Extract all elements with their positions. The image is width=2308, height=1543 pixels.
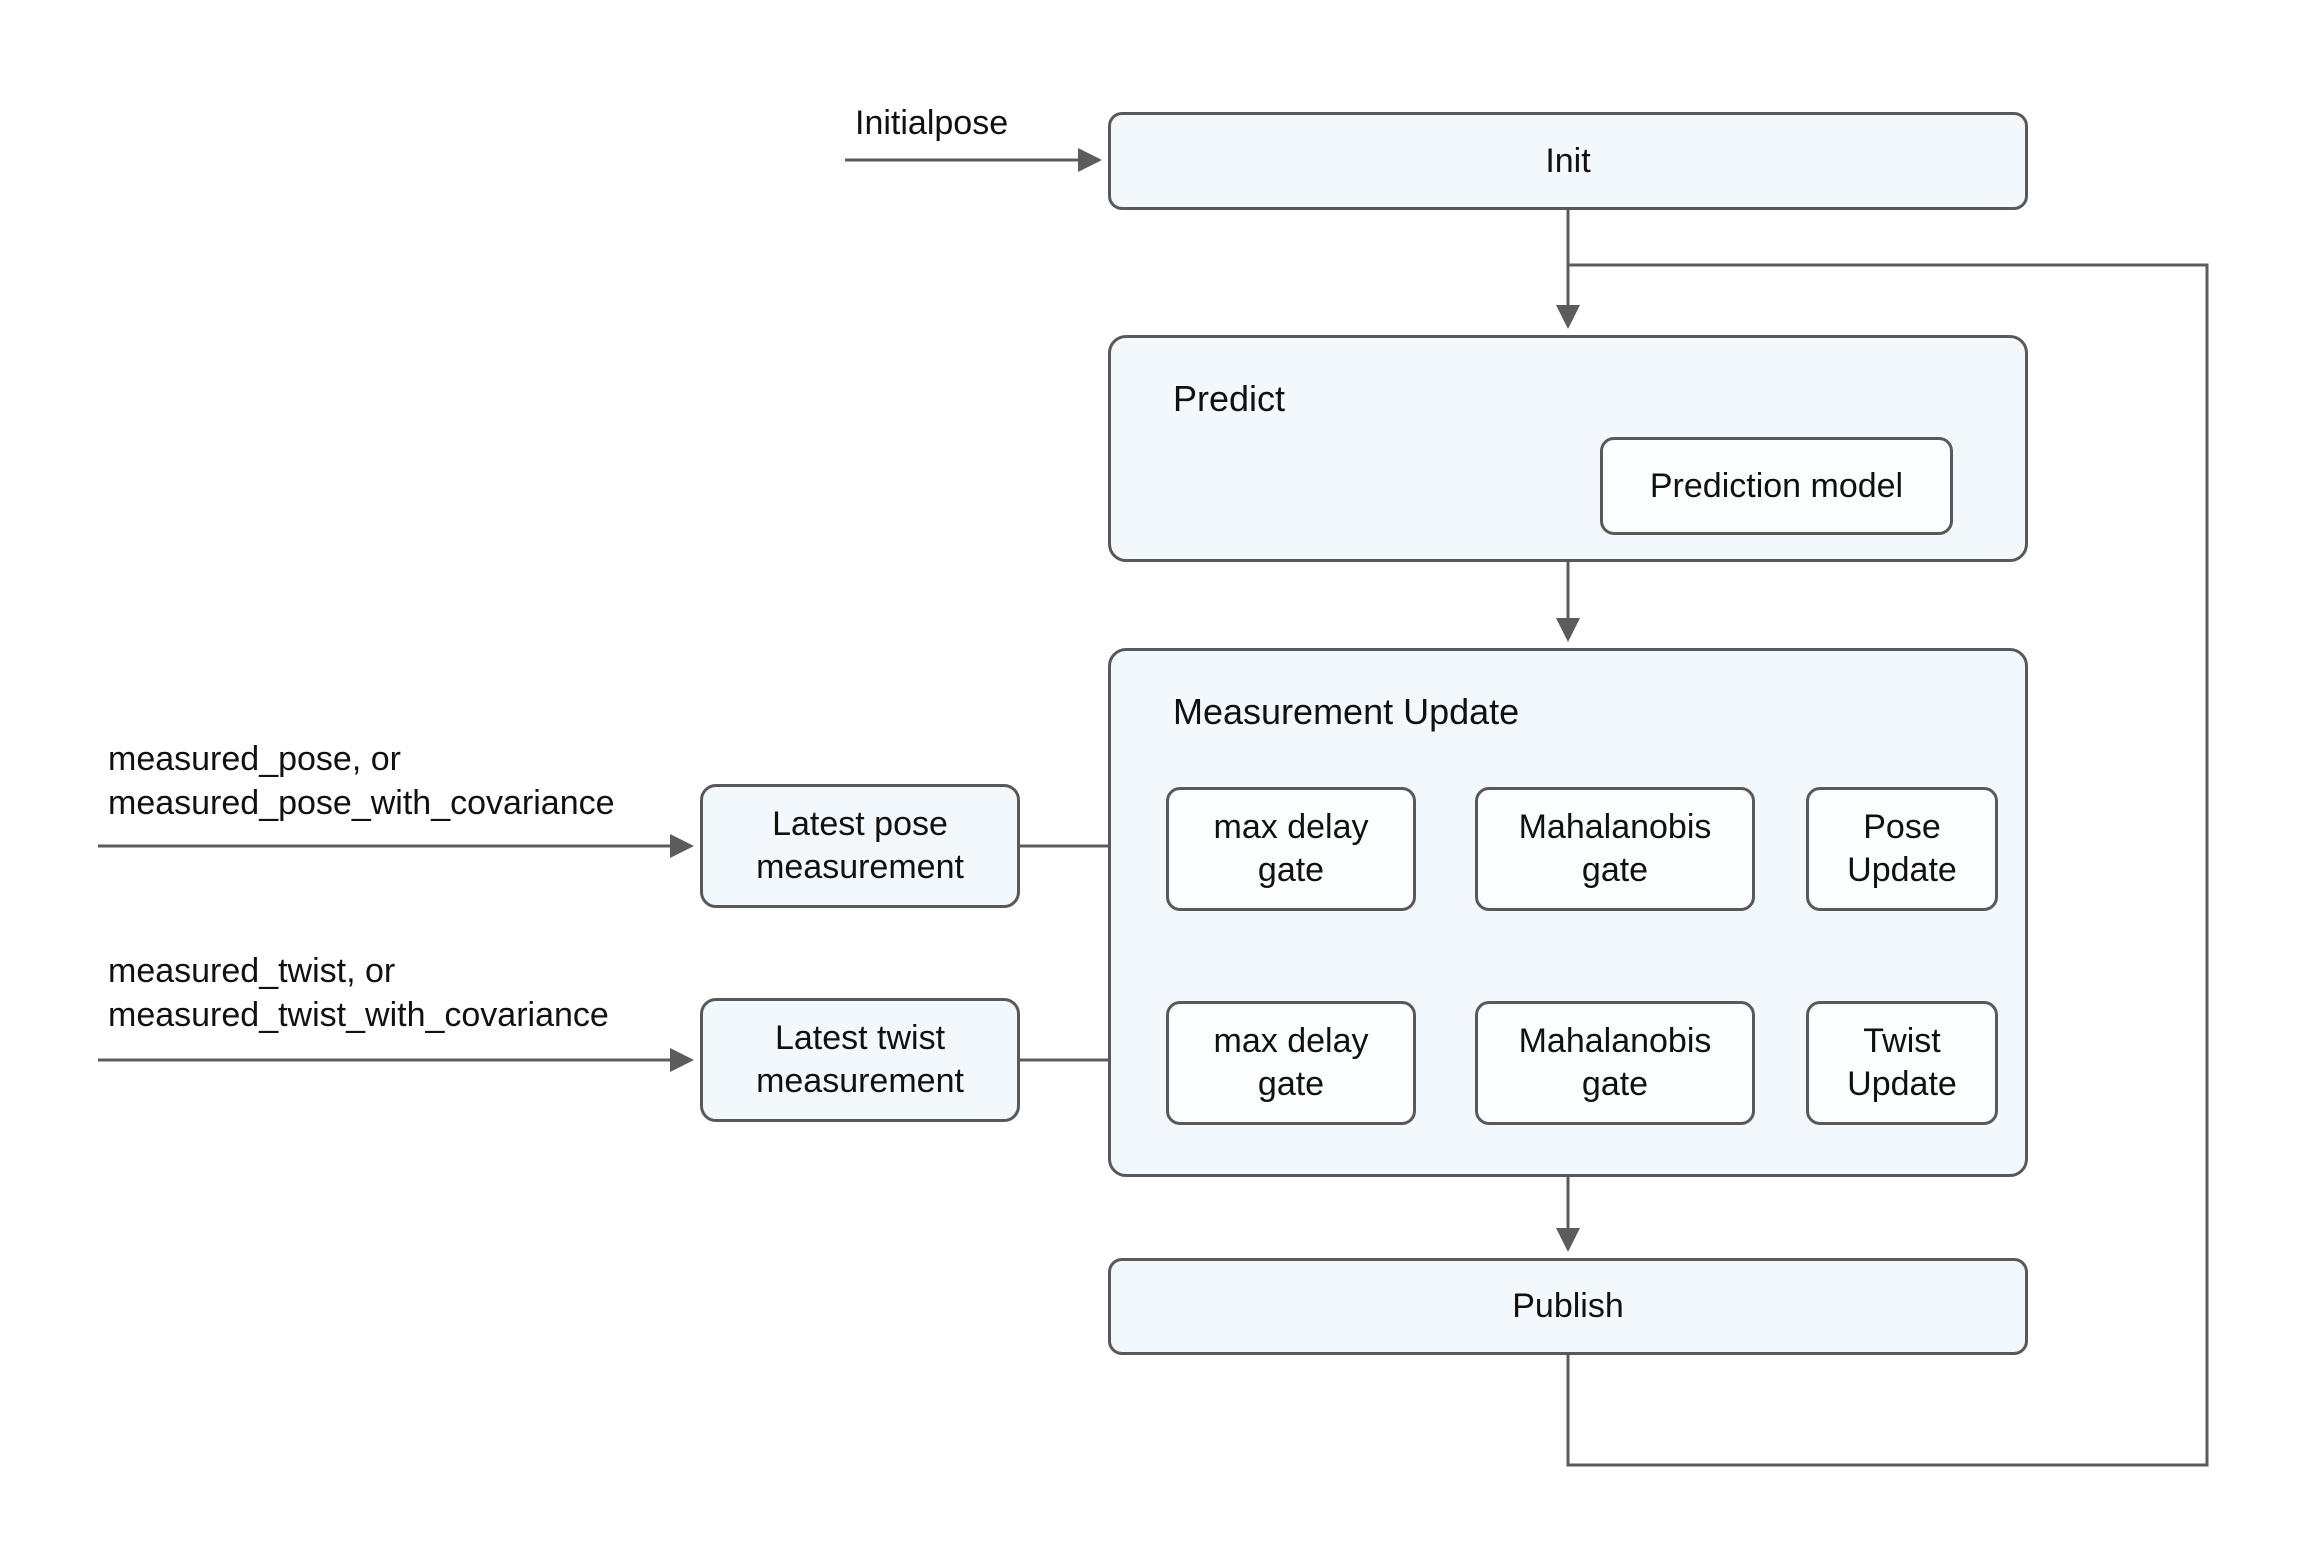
initialpose-text: Initialpose [855,104,1009,142]
pose-update-line1: Pose [1863,808,1941,847]
mahalanobis-gate-node-twist: Mahalanobis gate [1475,1001,1755,1125]
twist-update-line2: Update [1847,1065,1957,1103]
max-delay-gate-pose-line1: max delay [1213,808,1369,847]
measured-pose-line1: measured_pose, or [108,740,401,778]
measured-pose-line2: measured_pose_with_covariance [108,783,615,822]
predict-panel: Predict Prediction model [1108,335,2028,562]
prediction-model-label: Prediction model [1649,466,1904,505]
measured-twist-line2: measured_twist_with_covariance [108,995,609,1034]
max-delay-gate-node-twist: max delay gate [1166,1001,1416,1125]
max-delay-gate-pose-line2: gate [1257,851,1325,889]
latest-twist-line2: measurement [756,1062,964,1100]
mahalanobis-gate-twist-line2: gate [1581,1065,1649,1103]
mahalanobis-gate-pose-line1: Mahalanobis [1518,808,1712,847]
latest-twist-line1: Latest twist [774,1019,946,1058]
measurement-update-title: Measurement Update [1173,691,1520,732]
pose-update-line2: Update [1847,851,1957,889]
latest-pose-measurement-node: Latest pose measurement [700,784,1020,908]
prediction-model-node: Prediction model [1600,437,1953,535]
loop-connector [1566,263,2209,1467]
initialpose-label: Initialpose [855,102,1008,146]
latest-twist-measurement-node: Latest twist measurement [700,998,1020,1122]
init-label: Init [1545,141,1591,180]
max-delay-gate-twist-line1: max delay [1213,1022,1369,1061]
measured-twist-line1: measured_twist, or [108,952,396,990]
mahalanobis-gate-pose-line2: gate [1581,851,1649,889]
max-delay-gate-twist-line2: gate [1257,1065,1325,1103]
pose-update-node: Pose Update [1806,787,1998,911]
publish-node: Publish [1108,1258,2028,1355]
publish-label: Publish [1512,1287,1624,1326]
mahalanobis-gate-node-pose: Mahalanobis gate [1475,787,1755,911]
latest-pose-line1: Latest pose [772,805,948,844]
init-node: Init [1108,112,2028,210]
measurement-update-panel: Measurement Update max delay gate Mahala… [1108,648,2028,1177]
measured-pose-label: measured_pose, or measured_pose_with_cov… [108,738,615,825]
predict-title: Predict [1173,378,1286,419]
measured-twist-label: measured_twist, or measured_twist_with_c… [108,950,609,1037]
max-delay-gate-node-pose: max delay gate [1166,787,1416,911]
twist-update-node: Twist Update [1806,1001,1998,1125]
mahalanobis-gate-twist-line1: Mahalanobis [1518,1022,1712,1061]
latest-pose-line2: measurement [756,848,964,886]
twist-update-line1: Twist [1863,1022,1941,1061]
